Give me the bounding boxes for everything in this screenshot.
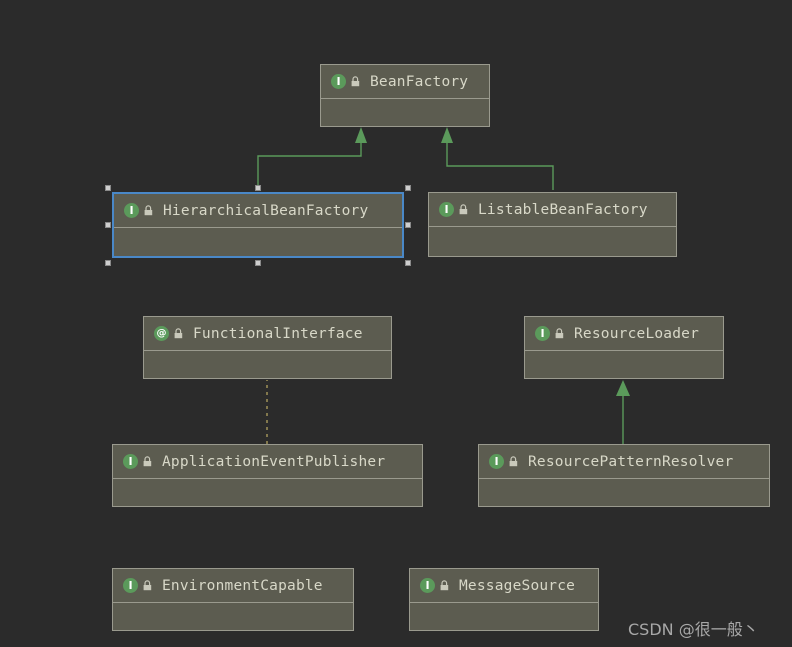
node-divider	[525, 350, 723, 351]
node-divider	[113, 602, 353, 603]
node-divider	[144, 350, 391, 351]
node-header: @ FunctionalInterface	[144, 317, 391, 350]
interface-icon: I	[439, 202, 454, 217]
lock-icon	[507, 455, 520, 468]
selection-handle-w[interactable]	[105, 222, 111, 228]
annotation-icon: @	[154, 326, 169, 341]
lock-icon	[142, 204, 155, 217]
node-header: I ResourceLoader	[525, 317, 723, 350]
selection-handle-ne[interactable]	[405, 185, 411, 191]
node-label: ListableBeanFactory	[478, 201, 648, 218]
node-label: ResourceLoader	[574, 325, 700, 342]
uml-node-messagesource[interactable]: I MessageSource	[409, 568, 599, 631]
node-body	[479, 479, 769, 507]
selection-handle-e[interactable]	[405, 222, 411, 228]
node-divider	[479, 478, 769, 479]
interface-icon: I	[123, 578, 138, 593]
interface-icon: I	[123, 454, 138, 469]
selection-handle-n[interactable]	[255, 185, 261, 191]
interface-icon: I	[420, 578, 435, 593]
lock-icon	[172, 327, 185, 340]
lock-icon	[141, 455, 154, 468]
node-divider	[321, 98, 489, 99]
lock-icon	[438, 579, 451, 592]
node-label: EnvironmentCapable	[162, 577, 323, 594]
node-body	[321, 99, 489, 127]
watermark: CSDN @很一般丶	[628, 620, 759, 639]
lock-icon	[141, 579, 154, 592]
uml-node-environmentcapable[interactable]: I EnvironmentCapable	[112, 568, 354, 631]
node-label: ApplicationEventPublisher	[162, 453, 386, 470]
node-body	[410, 603, 598, 631]
node-divider	[429, 226, 676, 227]
node-header: I ResourcePatternResolver	[479, 445, 769, 478]
uml-node-resourcepatternresolver[interactable]: I ResourcePatternResolver	[478, 444, 770, 507]
node-header: I ListableBeanFactory	[429, 193, 676, 226]
selection-handle-sw[interactable]	[105, 260, 111, 266]
node-header: I ApplicationEventPublisher	[113, 445, 422, 478]
node-label: FunctionalInterface	[193, 325, 363, 342]
node-label: HierarchicalBeanFactory	[163, 202, 369, 219]
node-body	[114, 228, 402, 256]
lock-icon	[349, 75, 362, 88]
node-divider	[114, 227, 402, 228]
node-label: ResourcePatternResolver	[528, 453, 734, 470]
lock-icon	[553, 327, 566, 340]
node-body	[525, 351, 723, 379]
node-divider	[410, 602, 598, 603]
node-header: I HierarchicalBeanFactory	[114, 194, 402, 227]
node-divider	[113, 478, 422, 479]
interface-icon: I	[331, 74, 346, 89]
interface-icon: I	[535, 326, 550, 341]
uml-node-resourceloader[interactable]: I ResourceLoader	[524, 316, 724, 379]
node-body	[429, 227, 676, 255]
uml-node-listablebeanfactory[interactable]: I ListableBeanFactory	[428, 192, 677, 257]
selection-handle-se[interactable]	[405, 260, 411, 266]
node-header: I EnvironmentCapable	[113, 569, 353, 602]
uml-node-beanfactory[interactable]: I BeanFactory	[320, 64, 490, 127]
uml-node-applicationeventpublisher[interactable]: I ApplicationEventPublisher	[112, 444, 423, 507]
selection-handle-nw[interactable]	[105, 185, 111, 191]
lock-icon	[457, 203, 470, 216]
node-body	[113, 479, 422, 507]
interface-icon: I	[489, 454, 504, 469]
interface-icon: I	[124, 203, 139, 218]
uml-node-hierarchicalbeanfactory[interactable]: I HierarchicalBeanFactory	[112, 192, 404, 258]
node-body	[113, 603, 353, 631]
selection-handle-s[interactable]	[255, 260, 261, 266]
node-header: I BeanFactory	[321, 65, 489, 98]
node-label: BeanFactory	[370, 73, 469, 90]
node-header: I MessageSource	[410, 569, 598, 602]
node-label: MessageSource	[459, 577, 576, 594]
uml-node-functionalinterface[interactable]: @ FunctionalInterface	[143, 316, 392, 379]
node-body	[144, 351, 391, 379]
